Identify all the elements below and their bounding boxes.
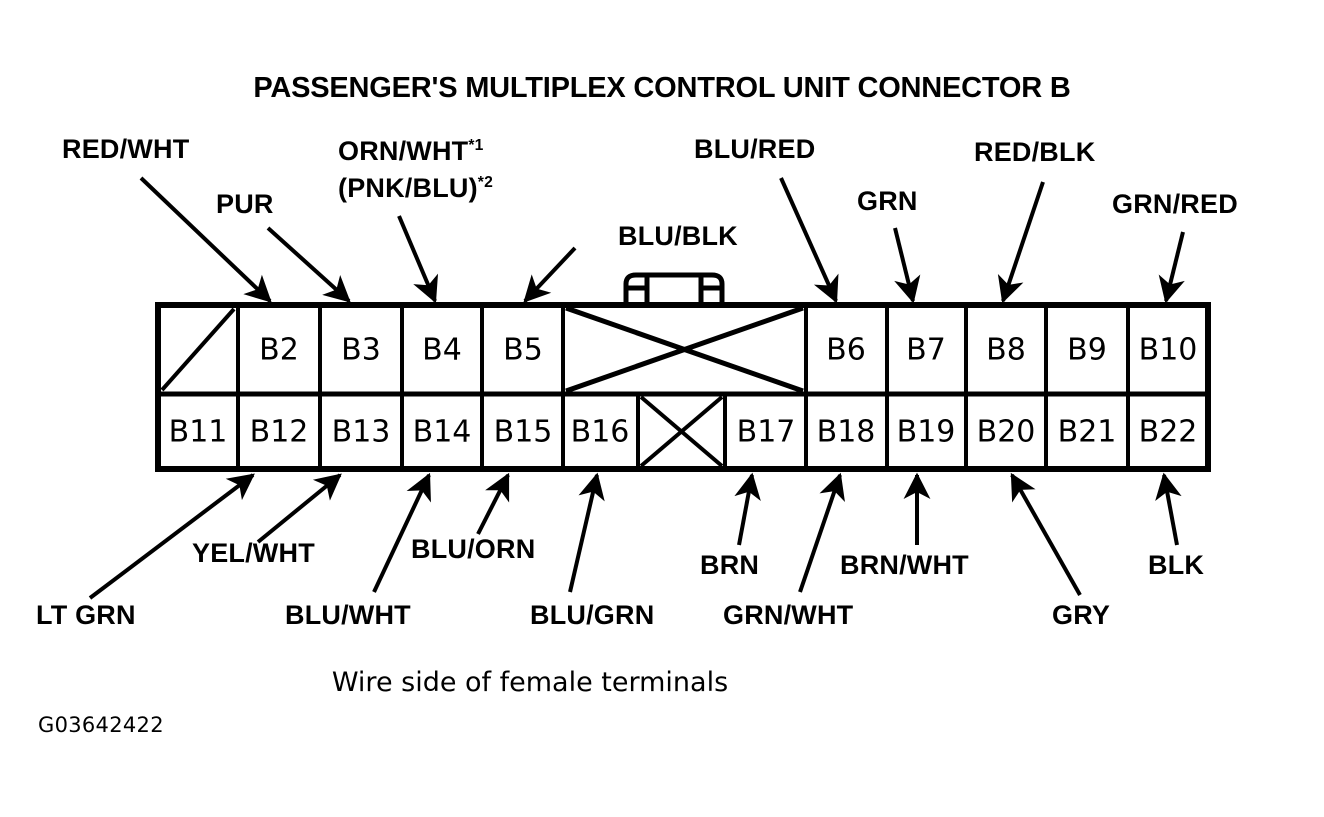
wire-label-orn-wht-text: ORN/WHT [338, 136, 469, 166]
wire-label-blu-orn: BLU/ORN [411, 534, 536, 564]
cell-blank-small-x-marker-b [639, 395, 724, 468]
terminal-B10: B10 [1138, 332, 1198, 368]
wire-label-grn-wht: GRN/WHT [723, 600, 854, 630]
terminal-B15: B15 [493, 414, 553, 450]
terminal-B12: B12 [249, 414, 309, 450]
leader-red-blk [997, 181, 1045, 304]
wire-label-blu-wht: BLU/WHT [285, 600, 411, 630]
wire-label-pnk-blu-text: (PNK/BLU) [338, 173, 478, 203]
wire-label-blu-blk: BLU/BLK [618, 221, 738, 251]
cell-blank-wide-x-marker-b [565, 305, 804, 394]
wire-label-blu-red: BLU/RED [694, 134, 816, 164]
leader-lt-grn [88, 473, 255, 600]
wire-label-yel-wht: YEL/WHT [192, 538, 315, 568]
terminal-B2: B2 [259, 332, 299, 368]
wire-label-red-wht: RED/WHT [62, 134, 190, 164]
wire-label-orn-wht-footnote: *1 [468, 137, 484, 154]
connector-outline [155, 302, 1211, 472]
leader-blu-grn [568, 472, 605, 593]
connector-latch-tab [623, 272, 725, 305]
terminal-B20: B20 [976, 414, 1036, 450]
wire-label-pnk-blu: (PNK/BLU)*2 [338, 173, 493, 203]
leader-grn [893, 227, 921, 304]
terminal-B11: B11 [168, 414, 228, 450]
leader-red-wht [139, 176, 272, 303]
cell-blank-slash-marker [160, 307, 236, 392]
wire-label-red-blk: RED/BLK [974, 137, 1096, 167]
terminal-B14: B14 [412, 414, 472, 450]
terminal-B13: B13 [331, 414, 391, 450]
figure-caption: Wire side of female terminals [331, 667, 729, 698]
leader-yel-wht [256, 473, 342, 544]
leader-gry [1010, 472, 1082, 596]
terminal-B3: B3 [341, 332, 381, 368]
terminal-B9: B9 [1067, 332, 1107, 368]
wire-label-blu-grn: BLU/GRN [530, 600, 655, 630]
figure-id: G03642422 [38, 713, 164, 737]
top-row-dividers [236, 305, 1130, 394]
leader-blu-orn [476, 472, 510, 535]
leader-grn-red [1158, 231, 1185, 304]
leader-blk [1155, 472, 1182, 546]
leader-blu-red [779, 177, 839, 304]
terminal-B8: B8 [986, 332, 1026, 368]
wire-label-lt-grn: LT GRN [36, 600, 136, 630]
bottom-row-dividers [236, 394, 1130, 469]
wire-label-blk: BLK [1148, 550, 1205, 580]
leader-blu-blk [523, 246, 577, 303]
terminal-B19: B19 [896, 414, 956, 450]
wire-label-orn-wht: ORN/WHT*1 [338, 136, 484, 166]
terminal-B4: B4 [422, 332, 462, 368]
leader-arrows-bottom [88, 472, 1182, 600]
leader-grn-wht [798, 472, 845, 593]
terminal-B22: B22 [1138, 414, 1198, 450]
wire-label-brn: BRN [700, 550, 760, 580]
terminal-B6: B6 [826, 332, 866, 368]
terminal-B16: B16 [570, 414, 630, 450]
terminal-B7: B7 [906, 332, 946, 368]
wire-label-pnk-blu-footnote: *2 [477, 174, 493, 191]
leader-pur [266, 226, 351, 303]
leader-brn [734, 472, 761, 546]
terminal-B18: B18 [816, 414, 876, 450]
leader-arrows-top [139, 176, 1185, 304]
wire-label-brn-wht: BRN/WHT [840, 550, 969, 580]
terminal-B17: B17 [736, 414, 796, 450]
terminal-B21: B21 [1057, 414, 1117, 450]
wire-label-gry: GRY [1052, 600, 1111, 630]
leader-blu-wht [372, 472, 431, 593]
terminal-B5: B5 [503, 332, 543, 368]
wire-label-pur: PUR [216, 189, 274, 219]
page-title: PASSENGER'S MULTIPLEX CONTROL UNIT CONNE… [253, 72, 1071, 104]
wire-label-grn-red: GRN/RED [1112, 189, 1238, 219]
wire-label-grn: GRN [857, 186, 918, 216]
unused-cell-markers [160, 305, 804, 468]
leader-orn-wht [397, 215, 439, 304]
